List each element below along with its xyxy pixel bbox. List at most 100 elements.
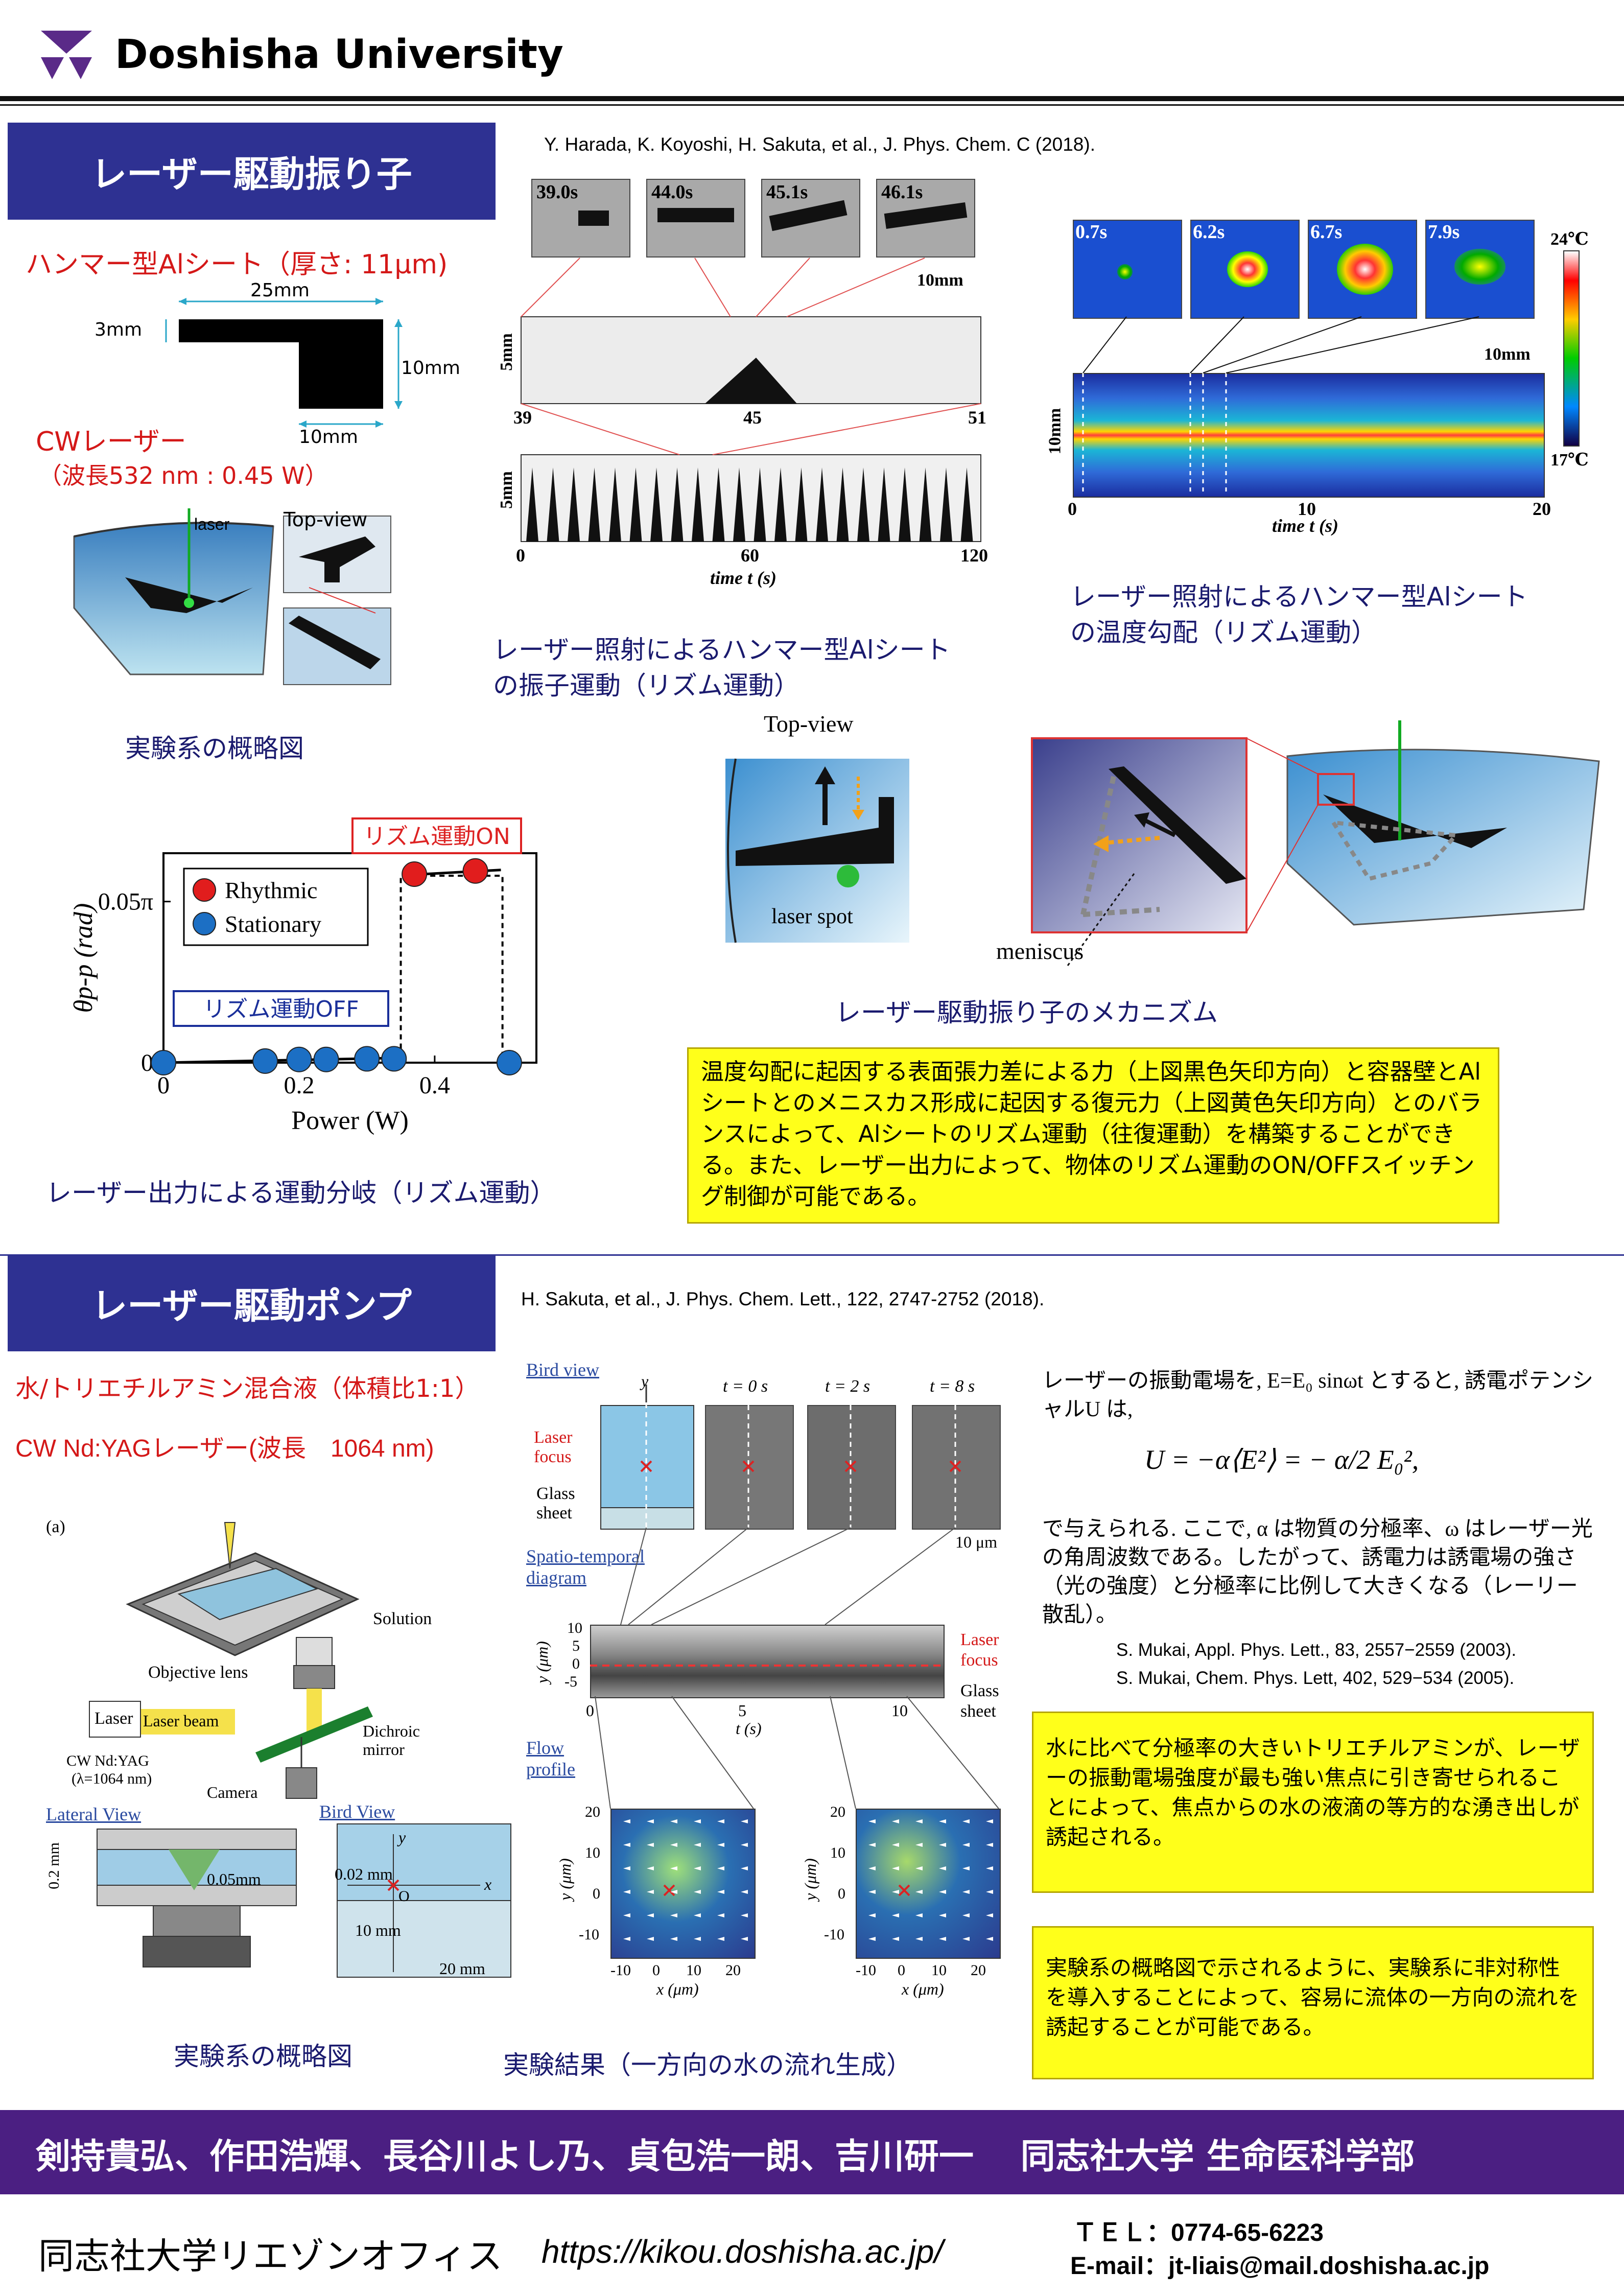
thermal-colorbar-max: 24℃ <box>1550 230 1589 249</box>
flow-arrow <box>623 1843 630 1847</box>
flow-arrow <box>670 1937 677 1941</box>
osc-spike <box>878 467 890 542</box>
mixture-title: 水/トリエチルアミン混合液（体積比1:1） <box>15 1374 480 1403</box>
theory-ref-a: S. Mukai, Appl. Phys. Lett., 83, 2557−25… <box>1116 1640 1517 1660</box>
flow-arrow <box>647 1843 654 1847</box>
flow-arrow <box>717 1937 724 1941</box>
legend-marker <box>193 878 216 902</box>
r-st-xtick-5: 5 <box>738 1701 746 1720</box>
flow-arrow <box>939 1819 946 1823</box>
triangle-logo-icon <box>41 31 92 79</box>
thermal-10mm: 10mm <box>1045 408 1065 455</box>
r-fp-xtick-0-l: 0 <box>652 1962 660 1979</box>
flow-arrow <box>962 1890 970 1894</box>
osc-spike <box>754 467 766 542</box>
pump-laser-title: CW Nd:YAGレーザー(波長 1064 nm) <box>15 1435 434 1462</box>
flow-arrow <box>623 1819 630 1823</box>
mechanism-figure: Top-view laser spot meniscus <box>715 710 1614 981</box>
thermal-tick-0: 0 <box>1068 499 1077 519</box>
y-tick-label: 0.05π <box>98 888 153 916</box>
osc-frame-1 <box>531 179 630 257</box>
flow-arrow <box>717 1843 724 1847</box>
header-title: Doshisha University <box>115 32 563 78</box>
theory-equation: U = −α⟨E²⟩ = − α/2 E₀², <box>1144 1444 1419 1475</box>
pump-setup-figure: (a) Solution Objective lens Laser Laser … <box>41 1512 526 2023</box>
data-point-stationary <box>496 1050 522 1075</box>
r-time-2: t = 2 s <box>825 1377 870 1396</box>
pump-lateral-view-label: Lateral View <box>46 1804 142 1824</box>
section2-reference: H. Sakuta, et al., J. Phys. Chem. Lett.,… <box>521 1288 1045 1309</box>
r-fp-ytick-10-r: 10 <box>830 1844 845 1861</box>
flow-arrow <box>962 1843 970 1847</box>
osc-spike <box>836 467 849 542</box>
flow-arrow <box>670 1819 677 1823</box>
thermal-kymograph <box>1073 373 1545 498</box>
r-fp-xtick-10-r: 10 <box>931 1962 947 1979</box>
bifurcation-caption: レーザー出力による運動分岐（リズム運動） <box>46 1178 556 1208</box>
flow-arrow <box>694 1890 701 1894</box>
r-flow-label: Flow profile <box>526 1738 575 1779</box>
osc-spike <box>629 467 642 542</box>
r-flow-left <box>610 1809 756 1959</box>
footer-authors-bar <box>0 2110 1624 2194</box>
footer-email[interactable]: E-mail：jt-liais@mail.doshisha.ac.jp <box>1070 2253 1490 2280</box>
osc-5mm-top: 5mm <box>497 333 516 371</box>
pump-laser-box-label: Laser <box>95 1709 133 1728</box>
r-fp-ytick-20-r: 20 <box>830 1803 845 1820</box>
section2-banner: レーザー駆動ポンプ <box>8 1254 496 1351</box>
thermal-caption-1: レーザー照射によるハンマー型Alシート <box>1070 582 1528 612</box>
flow-arrow <box>694 1843 701 1847</box>
data-point-rhythmic <box>462 858 488 884</box>
annotation-on-label: リズム運動ON <box>363 824 510 850</box>
osc-caption-1: レーザー照射によるハンマー型Alシート <box>493 635 951 665</box>
flow-arrow <box>939 1913 946 1917</box>
footer-authors: 剣持貴弘、作田浩輝、長谷川よし乃、貞包浩一朗、吉川研一 同志社大学 生命医科学部 <box>36 2137 1415 2177</box>
pump-bv-y: y <box>398 1828 406 1846</box>
flow-arrow <box>915 1937 923 1941</box>
flow-arrow <box>939 1937 946 1941</box>
pump-laser-beam-label: Laser beam <box>143 1712 219 1730</box>
osc-frame-4 <box>876 179 975 257</box>
flow-arrow <box>694 1913 701 1917</box>
section1-reference: Y. Harada, K. Koyoshi, H. Sakuta, et al.… <box>544 134 1095 155</box>
dim-3mm: 3mm <box>95 319 143 340</box>
thermal-colorbar <box>1563 250 1580 447</box>
flow-arrow <box>868 1866 876 1870</box>
pump-bv-o: O <box>398 1888 410 1905</box>
osc-spike <box>526 467 538 542</box>
pump-setup-caption: 実験系の概略図 <box>174 2042 352 2071</box>
flow-arrow <box>986 1937 993 1941</box>
flow-arrow <box>868 1890 876 1894</box>
annotation-off-label: リズム運動OFF <box>203 996 359 1022</box>
footer-url[interactable]: https://kikou.doshisha.ac.jp/ <box>542 2233 944 2270</box>
flow-arrow <box>623 1937 630 1941</box>
pump-lv-02: 0.2 mm <box>45 1842 62 1889</box>
pump-objective-label: Objective lens <box>148 1663 248 1682</box>
flow-arrow <box>670 1913 677 1917</box>
r-fp-xlabel-right: x (μm) <box>902 1980 944 1998</box>
theory-text-2: で与えられる. ここで, α は物質の分極率、ω はレーザー光の角周波数である。… <box>1042 1517 1593 1627</box>
setup-caption: 実験系の概略図 <box>125 734 304 763</box>
pump-bv-002: 0.02 mm <box>335 1865 393 1883</box>
r-fp-ytick-m10-l: -10 <box>579 1926 599 1943</box>
theory-ref-b: S. Mukai, Chem. Phys. Lett, 402, 529−534… <box>1116 1668 1515 1688</box>
data-point-stationary <box>252 1048 278 1074</box>
flow-arrow <box>717 1913 724 1917</box>
flow-arrow <box>647 1913 654 1917</box>
flow-arrow <box>717 1819 724 1823</box>
flow-arrow <box>717 1890 724 1894</box>
sheet-title: ハンマー型Alシート（厚さ: 11μm) <box>26 249 448 280</box>
thermal-colorbar-min: 17℃ <box>1550 451 1589 470</box>
university-logo <box>36 26 97 87</box>
section-divider <box>0 1254 1624 1256</box>
data-point-stationary <box>354 1046 380 1072</box>
data-point-stationary <box>286 1046 312 1072</box>
thermal-time-3: 6.7s <box>1310 221 1343 243</box>
osc-spike <box>733 467 745 542</box>
flow-arrow <box>647 1866 654 1870</box>
flow-arrow <box>962 1819 970 1823</box>
osc-5mm-bottom: 5mm <box>497 471 516 509</box>
r-fp-ytick-0-l: 0 <box>593 1885 600 1902</box>
flow-arrow <box>915 1913 923 1917</box>
